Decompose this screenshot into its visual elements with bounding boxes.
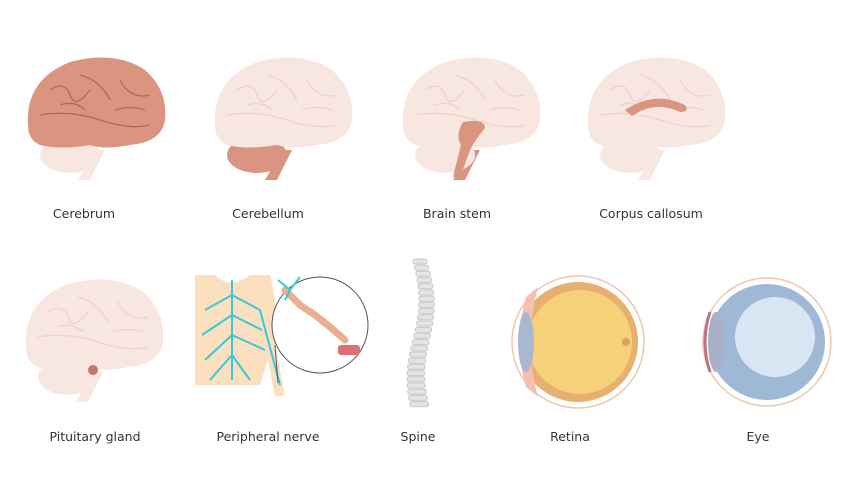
cerebrum-figure <box>27 57 166 180</box>
label-peripheral-nerve: Peripheral nerve <box>216 429 320 444</box>
vertebra <box>407 388 427 395</box>
vertebra <box>418 289 435 296</box>
label-retina: Retina <box>550 429 590 444</box>
eye-figure <box>702 277 832 407</box>
label-cerebellum: Cerebellum <box>232 206 304 221</box>
vertebra <box>409 351 428 358</box>
vertebra <box>415 270 431 277</box>
vertebra <box>407 363 426 370</box>
vertebra <box>416 277 433 284</box>
pituitary-gland-figure <box>25 279 164 402</box>
vertebra <box>411 339 430 346</box>
vertebra <box>418 295 435 302</box>
vertebra <box>407 357 427 364</box>
vertebra <box>406 382 426 389</box>
cerebellum-figure <box>214 57 353 180</box>
label-brain-stem: Brain stem <box>422 206 492 221</box>
vertebra <box>417 308 435 315</box>
vertebra <box>408 394 428 401</box>
vertebra <box>413 264 430 271</box>
vertebra <box>414 326 432 333</box>
vertebra <box>409 401 430 408</box>
label-corpus-callosum: Corpus callosum <box>599 206 703 221</box>
vertebra <box>417 283 434 290</box>
vertebra <box>412 258 428 265</box>
vertebra <box>417 314 434 321</box>
peripheral-nerve-figure <box>195 275 369 397</box>
spine-figure <box>406 258 435 408</box>
retina-figure <box>511 275 645 409</box>
vertebra <box>406 376 426 383</box>
brain-stem-figure <box>402 57 541 180</box>
vertebra <box>416 320 434 327</box>
label-pituitary-gland: Pituitary gland <box>49 429 141 444</box>
label-spine: Spine <box>400 429 436 444</box>
vertebra <box>410 345 429 352</box>
label-eye: Eye <box>746 429 770 444</box>
vertebra <box>406 370 426 377</box>
vertebra <box>418 301 435 308</box>
corpus-callosum-figure <box>587 57 726 180</box>
vertebra <box>413 332 431 339</box>
label-cerebrum: Cerebrum <box>52 206 116 221</box>
